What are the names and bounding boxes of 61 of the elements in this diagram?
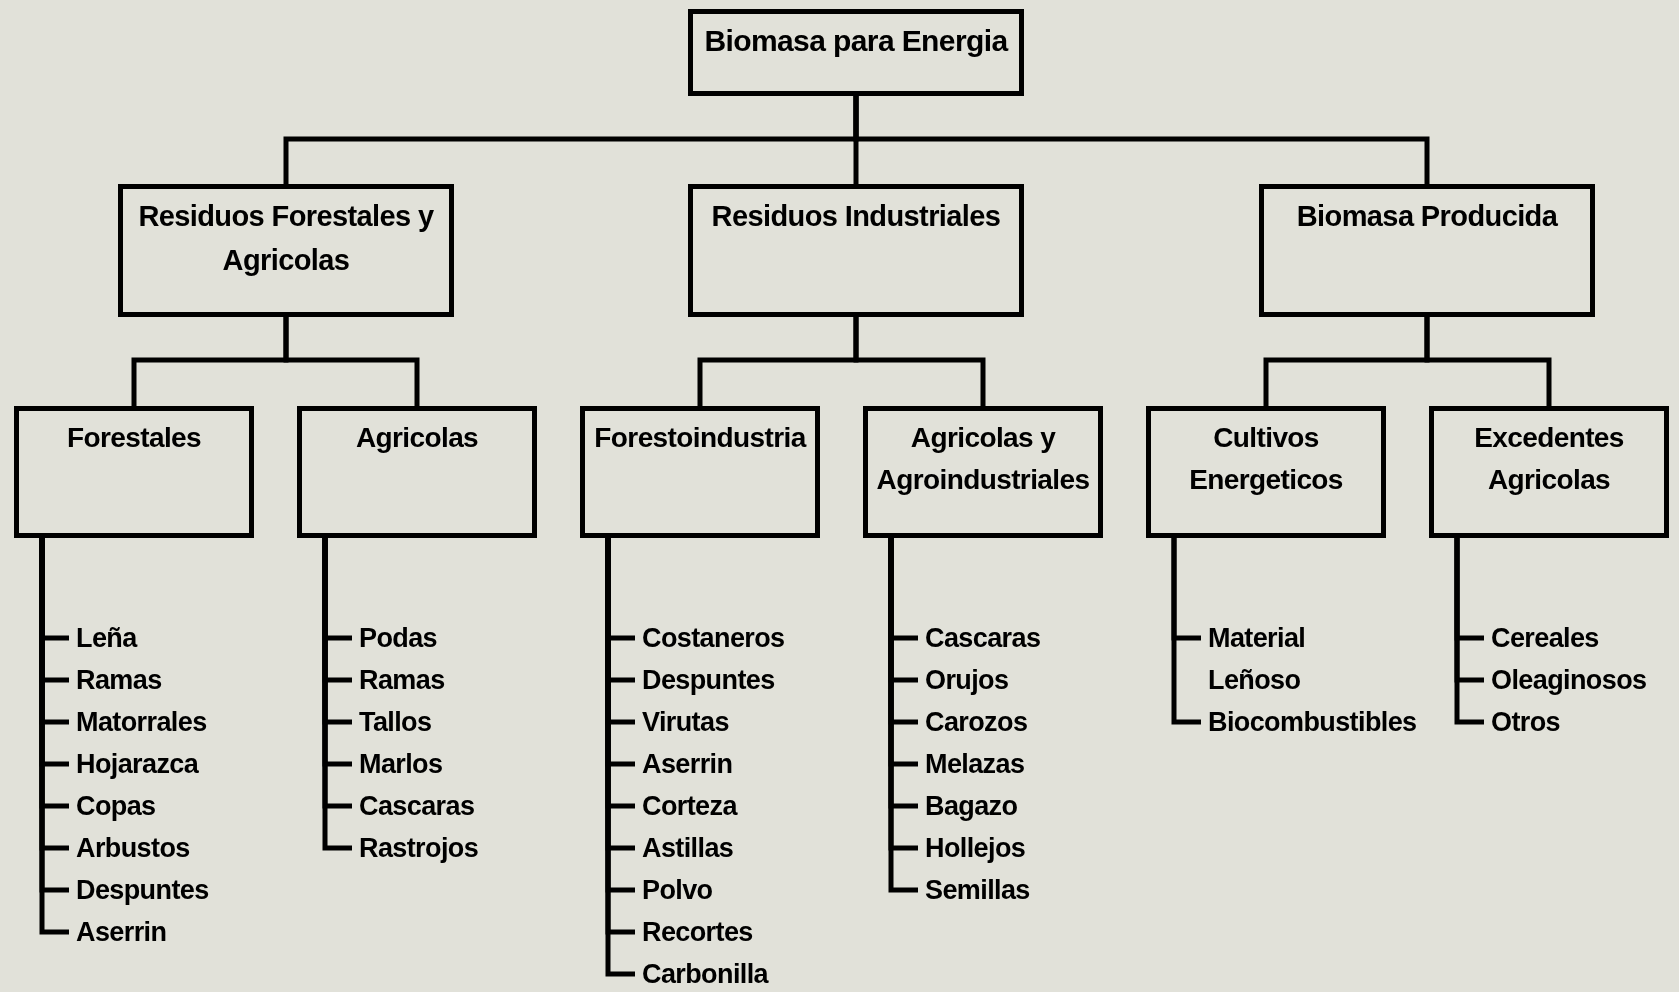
item-label: Cereales — [1491, 617, 1599, 659]
box-label: Biomasa para Energia — [704, 23, 1008, 59]
category-box — [1146, 406, 1386, 538]
item-label: Polvo — [642, 869, 713, 911]
item-label: Despuntes — [76, 869, 209, 911]
connector-line — [853, 317, 986, 406]
item-label: Carbonilla — [642, 953, 769, 992]
item-label: Copas — [76, 785, 156, 827]
category-box — [297, 406, 537, 538]
item-label: Oleaginosos — [1491, 659, 1647, 701]
item-label: Aserrin — [642, 743, 733, 785]
box-label: Forestoindustria — [594, 421, 806, 455]
category-box — [1429, 406, 1669, 538]
item-label: Hollejos — [925, 827, 1026, 869]
box-label: Residuos Forestales y Agricolas — [137, 199, 435, 278]
item-label: Ramas — [76, 659, 162, 701]
item-label: Recortes — [642, 911, 753, 953]
category-box — [688, 184, 1024, 317]
item-label: Aserrin — [76, 911, 167, 953]
item-label: Biocombustibles — [1208, 701, 1417, 743]
box-label: Forestales — [66, 421, 202, 455]
item-label: Orujos — [925, 659, 1009, 701]
connector-line — [1424, 317, 1552, 406]
item-label: Podas — [359, 617, 438, 659]
category-box — [14, 406, 254, 538]
item-label: Tallos — [359, 701, 432, 743]
item-label: Virutas — [642, 701, 729, 743]
box-label: Residuos Industriales — [711, 199, 1001, 234]
category-box — [580, 406, 820, 538]
item-label: Marlos — [359, 743, 443, 785]
connector-line — [853, 96, 1430, 184]
box-label: Cultivos Energeticos — [1188, 421, 1344, 497]
leader-line — [1171, 538, 1201, 725]
item-label: Matorrales — [76, 701, 207, 743]
box-label: Excedentes Agricolas — [1473, 421, 1625, 497]
item-label: Hojarazca — [76, 743, 199, 785]
item-label: Cascaras — [925, 617, 1041, 659]
box-label: Agricolas — [355, 421, 479, 455]
item-label: Semillas — [925, 869, 1030, 911]
item-label: Cascaras — [359, 785, 475, 827]
category-box — [1259, 184, 1595, 317]
item-label: Otros — [1491, 701, 1560, 743]
connector-line — [283, 317, 420, 406]
item-label: Costaneros — [642, 617, 785, 659]
box-label: Agricolas y Agroindustriales — [875, 421, 1091, 497]
item-label: Leña — [76, 617, 137, 659]
item-label: Material Leñoso — [1208, 617, 1306, 701]
item-label: Astillas — [642, 827, 734, 869]
item-label: Melazas — [925, 743, 1025, 785]
category-box — [118, 184, 454, 317]
category-box — [688, 9, 1024, 96]
item-label: Rastrojos — [359, 827, 479, 869]
item-label: Despuntes — [642, 659, 775, 701]
item-label: Ramas — [359, 659, 445, 701]
leader-line — [1454, 538, 1484, 725]
item-label: Carozos — [925, 701, 1028, 743]
box-label: Biomasa Producida — [1296, 199, 1558, 234]
item-label: Corteza — [642, 785, 737, 827]
item-label: Bagazo — [925, 785, 1018, 827]
item-label: Arbustos — [76, 827, 190, 869]
category-box — [863, 406, 1103, 538]
